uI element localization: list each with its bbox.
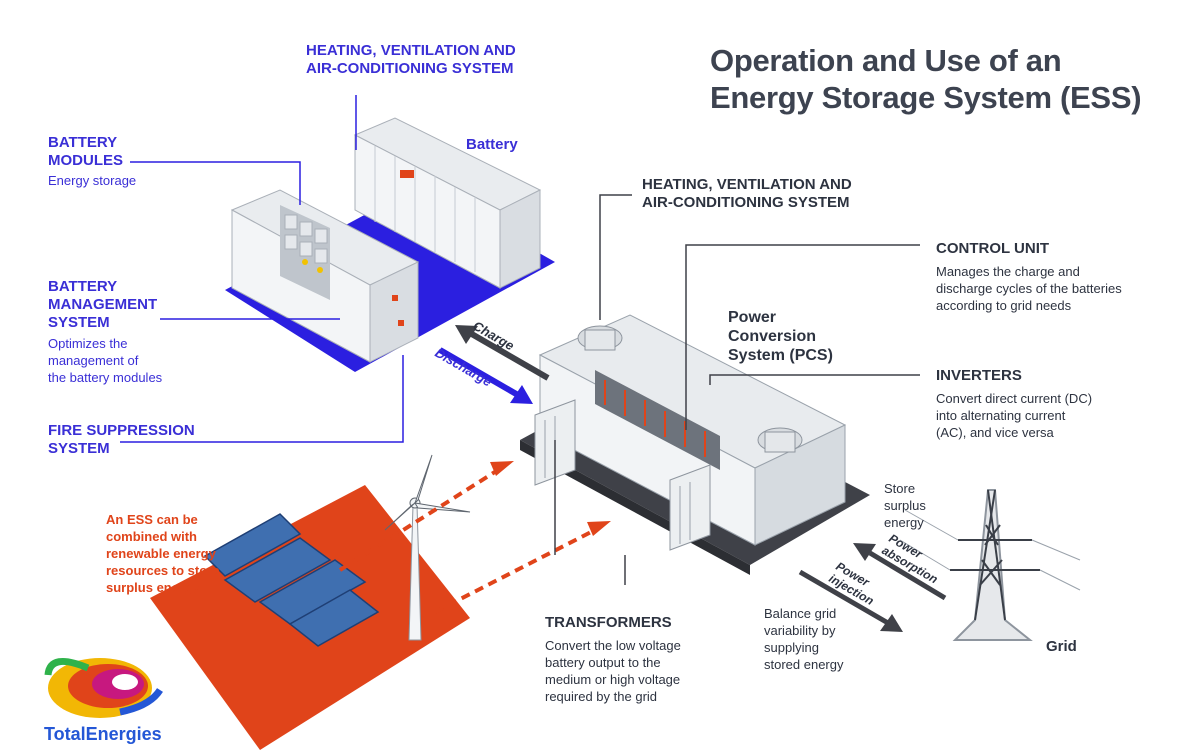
inverters-label: INVERTERS Convert direct current (DC) in… [936, 367, 1093, 440]
power-absorption-arrow [853, 543, 947, 601]
totalenergies-logo [44, 657, 163, 718]
store-surplus-label: Store surplus energy [884, 481, 926, 530]
battery-modules-label: BATTERY MODULES Energy storage [48, 134, 137, 188]
dark-leader-lines [554, 194, 920, 585]
battery-label: Battery [466, 136, 518, 153]
renewable-arrows [338, 468, 596, 614]
pcs-label: Power Conversion System (PCS) [728, 309, 833, 365]
grid-label: Grid [1046, 638, 1077, 655]
solar-panel-icon [203, 513, 380, 647]
bms-label: BATTERY MANAGEMENT SYSTEM Optimizes the … [48, 278, 163, 385]
brand-name: TotalEnergies [44, 724, 162, 744]
hvac-pcs-label: HEATING, VENTILATION AND AIR-CONDITIONIN… [642, 176, 852, 211]
transmission-tower-icon [899, 489, 1081, 641]
battery-container-icon [230, 117, 542, 363]
fire-suppression-label: FIRE SUPPRESSION SYSTEM [48, 422, 195, 457]
pcs-container-icon [534, 314, 847, 551]
blue-leader-lines [120, 95, 404, 443]
balance-grid-label: Balance grid variability by supplying st… [764, 606, 844, 672]
page-title: Operation and Use of an Energy Storage S… [710, 43, 1142, 116]
wind-turbine-icon [384, 454, 471, 641]
control-unit-label: CONTROL UNIT Manages the charge and disc… [936, 240, 1122, 313]
transformers-label: TRANSFORMERS Convert the low voltage bat… [545, 614, 681, 704]
discharge-arrow [438, 347, 533, 404]
power-injection-arrow [798, 569, 903, 632]
ess-combined-label: An ESS can be combined with renewable en… [106, 512, 220, 595]
charge-arrow [455, 325, 550, 381]
hvac-battery-label: HEATING, VENTILATION AND AIR-CONDITIONIN… [306, 42, 516, 77]
